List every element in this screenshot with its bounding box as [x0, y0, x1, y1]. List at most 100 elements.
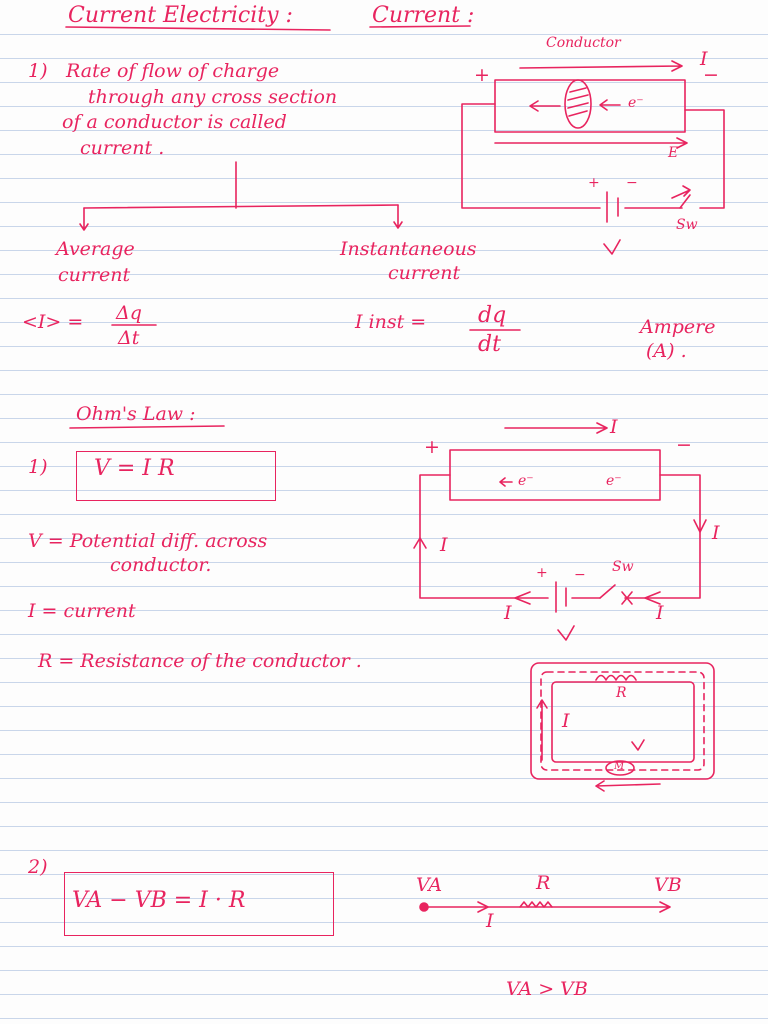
r-label: R — [536, 872, 551, 894]
left-current-label: I — [440, 534, 448, 556]
definition-line-2: through any cross section — [88, 86, 338, 108]
i-definition: I = current — [28, 600, 136, 622]
electron-label-1: e⁻ — [628, 95, 644, 111]
section-2-equation: VA − VB = I · R — [72, 888, 246, 913]
ohms-number: 1) — [28, 456, 48, 478]
left-current-arrow — [413, 537, 427, 549]
right-current-label: I — [712, 522, 720, 544]
average-formula-num: Δq — [116, 302, 142, 324]
minus-sign-1: − — [703, 64, 719, 86]
definition-line-4: current . — [80, 137, 165, 159]
switch-label-2: Sw — [612, 559, 634, 575]
cross-section-hatch — [567, 87, 589, 117]
resistor-zigzag — [519, 901, 553, 908]
loop-bottom-arrow — [595, 780, 661, 792]
ohm-title-underline — [69, 425, 225, 429]
electron-arrow-2 — [499, 477, 513, 487]
bottom-left-arrow — [514, 591, 531, 605]
conductor-circuit-diagram — [461, 60, 725, 255]
motor-circle — [605, 760, 635, 776]
circuit-wire — [461, 103, 725, 209]
title-underline — [65, 26, 331, 31]
voltage-check — [603, 239, 621, 255]
v-definition-2: conductor. — [110, 554, 212, 576]
loop-current-label: I — [562, 710, 570, 732]
current-tick-arrow — [477, 901, 489, 913]
conductor-body — [494, 79, 686, 133]
field-label: E — [668, 145, 679, 161]
inst-formula-lhs: I inst = — [355, 311, 427, 333]
plus-sign-1: + — [474, 64, 490, 86]
current-symbol-2: I — [610, 416, 618, 438]
switch-blade — [679, 194, 691, 209]
inst-formula-num: dq — [478, 303, 507, 328]
section-subtitle: Current : — [372, 3, 475, 28]
loop-up-arrow — [536, 699, 548, 761]
electron-arrow-left — [529, 100, 561, 112]
field-arrow — [494, 137, 688, 149]
instantaneous-label-1: Instantaneous — [340, 238, 477, 260]
conductor-label: Conductor — [546, 35, 621, 51]
switch-arrow — [671, 185, 691, 199]
unit-ampere: Ampere — [640, 316, 716, 338]
right-current-arrow — [693, 519, 707, 533]
resistor-line-diagram — [419, 901, 671, 913]
va-label: VA — [416, 874, 443, 896]
definition-number: 1) — [28, 60, 48, 82]
circuit-wire-2 — [419, 474, 701, 599]
loop-check — [631, 739, 645, 751]
voltage-check-2 — [557, 625, 575, 641]
loop-dashed — [540, 671, 705, 771]
current-type-tree — [79, 161, 403, 231]
battery-plus-1: + — [588, 175, 600, 191]
electron-label-2a: e⁻ — [518, 473, 534, 489]
plus-sign-2: + — [424, 436, 440, 458]
bottom-left-current: I — [504, 602, 512, 624]
conductor-arrow-top — [519, 60, 683, 72]
closed-loop-diagram — [530, 662, 715, 792]
battery-plus-2: + — [536, 565, 548, 581]
electron-label-2b: e⁻ — [606, 473, 622, 489]
ohm-circuit-diagram — [413, 422, 707, 641]
conductor-body-2 — [449, 449, 661, 501]
average-label-2: current — [58, 264, 131, 286]
current-arrow-top — [504, 422, 608, 434]
section-2-equation-box — [64, 872, 334, 936]
definition-line-1: Rate of flow of charge — [66, 60, 280, 82]
loop-outer — [530, 662, 715, 780]
page-title: Current Electricity : — [68, 3, 293, 28]
current-symbol-1: I — [700, 48, 708, 70]
switch-x — [621, 591, 633, 605]
average-label-1: Average — [56, 238, 135, 260]
i-label: I — [486, 910, 494, 932]
ohms-equation: V = I R — [94, 456, 175, 481]
switch-blade-2 — [599, 584, 616, 599]
minus-sign-2: − — [676, 434, 692, 456]
loop-motor-label: M — [614, 761, 625, 772]
loop-inner — [551, 681, 695, 763]
bottom-right-arrow — [644, 591, 661, 605]
vb-label: VB — [654, 874, 682, 896]
loop-resistor-label: R — [616, 685, 627, 701]
ohms-equation-box — [76, 451, 276, 501]
ohms-law-title: Ohm's Law : — [76, 403, 196, 425]
battery-minus-1: − — [626, 175, 638, 191]
inequality: VA > VB — [506, 978, 588, 1000]
unit-symbol: (A) . — [646, 340, 687, 362]
average-formula-den: Δt — [118, 327, 140, 349]
definition-line-3: of a conductor is called — [62, 111, 287, 133]
section-2-number: 2) — [28, 856, 48, 878]
cross-section — [564, 79, 592, 129]
switch-label-1: Sw — [676, 217, 698, 233]
v-definition-1: V = Potential diff. across — [28, 530, 268, 552]
instantaneous-label-2: current — [388, 262, 461, 284]
battery-minus-2: − — [574, 567, 586, 583]
ab-line — [423, 901, 671, 913]
electron-arrow-inner — [599, 99, 621, 111]
inst-formula-den: dt — [478, 332, 501, 357]
bottom-right-current: I — [656, 602, 664, 624]
average-formula-lhs: <I> = — [22, 311, 84, 333]
resistor-coil — [595, 674, 637, 681]
